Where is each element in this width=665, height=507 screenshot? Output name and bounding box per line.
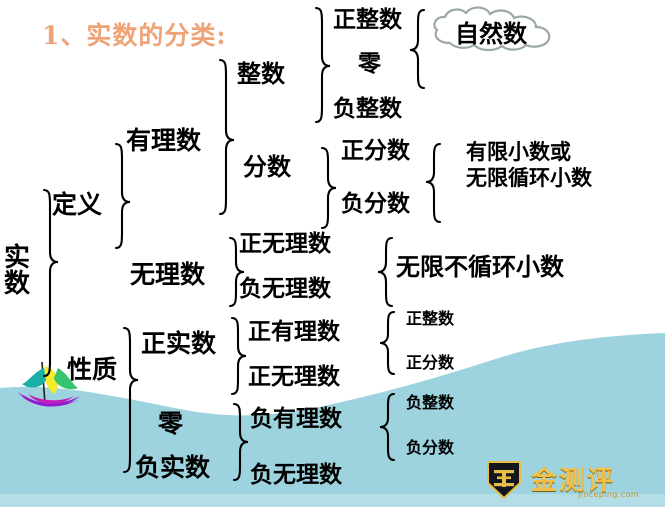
- node-positive-real: 正实数: [141, 329, 217, 358]
- node-positive-irrational-2: 正无理数: [248, 363, 340, 390]
- node-zero-property: 零: [158, 409, 184, 438]
- note-natural-number: 自然数: [455, 19, 527, 48]
- node-root-line2: 数: [4, 269, 31, 299]
- node-root-real-number: 实 数: [4, 245, 30, 297]
- note-infinite-nonrepeating-decimal: 无限不循环小数: [396, 252, 564, 281]
- node-positive-irrational: 正无理数: [239, 230, 331, 257]
- node-negative-irrational-2: 负无理数: [250, 461, 342, 488]
- node-small-positive-fraction: 正分数: [406, 353, 455, 372]
- node-definition: 定义: [52, 190, 103, 219]
- node-small-positive-integer: 正整数: [406, 309, 455, 328]
- note-finite-decimal-line1: 有限小数或: [466, 139, 571, 164]
- node-positive-rational: 正有理数: [248, 318, 340, 345]
- node-integer: 整数: [237, 59, 285, 88]
- logo-url: jinceping.com: [578, 490, 640, 499]
- note-finite-decimal-line2: 无限循环小数: [466, 165, 592, 191]
- node-small-negative-integer: 负整数: [406, 393, 455, 412]
- watermark-logo: 金测评 jinceping.com: [483, 459, 655, 503]
- node-positive-fraction: 正分数: [341, 137, 410, 164]
- node-root-line1: 实: [4, 243, 31, 273]
- node-negative-integer: 负整数: [333, 95, 402, 122]
- node-rational: 有理数: [126, 126, 202, 155]
- node-negative-rational: 负有理数: [250, 405, 342, 432]
- logo-badge-icon: [487, 461, 521, 500]
- page-title: 1、实数的分类:: [42, 21, 227, 50]
- node-negative-real: 负实数: [135, 453, 211, 482]
- node-zero: 零: [358, 50, 381, 77]
- node-property: 性质: [67, 355, 118, 384]
- node-fraction: 分数: [243, 152, 291, 181]
- note-finite-decimal: 有限小数或 无限循环小数: [466, 139, 592, 192]
- node-negative-fraction: 负分数: [341, 190, 410, 217]
- node-irrational: 无理数: [130, 260, 206, 289]
- node-small-negative-fraction: 负分数: [406, 438, 455, 457]
- node-positive-integer: 正整数: [333, 6, 402, 33]
- node-negative-irrational: 负无理数: [239, 275, 331, 302]
